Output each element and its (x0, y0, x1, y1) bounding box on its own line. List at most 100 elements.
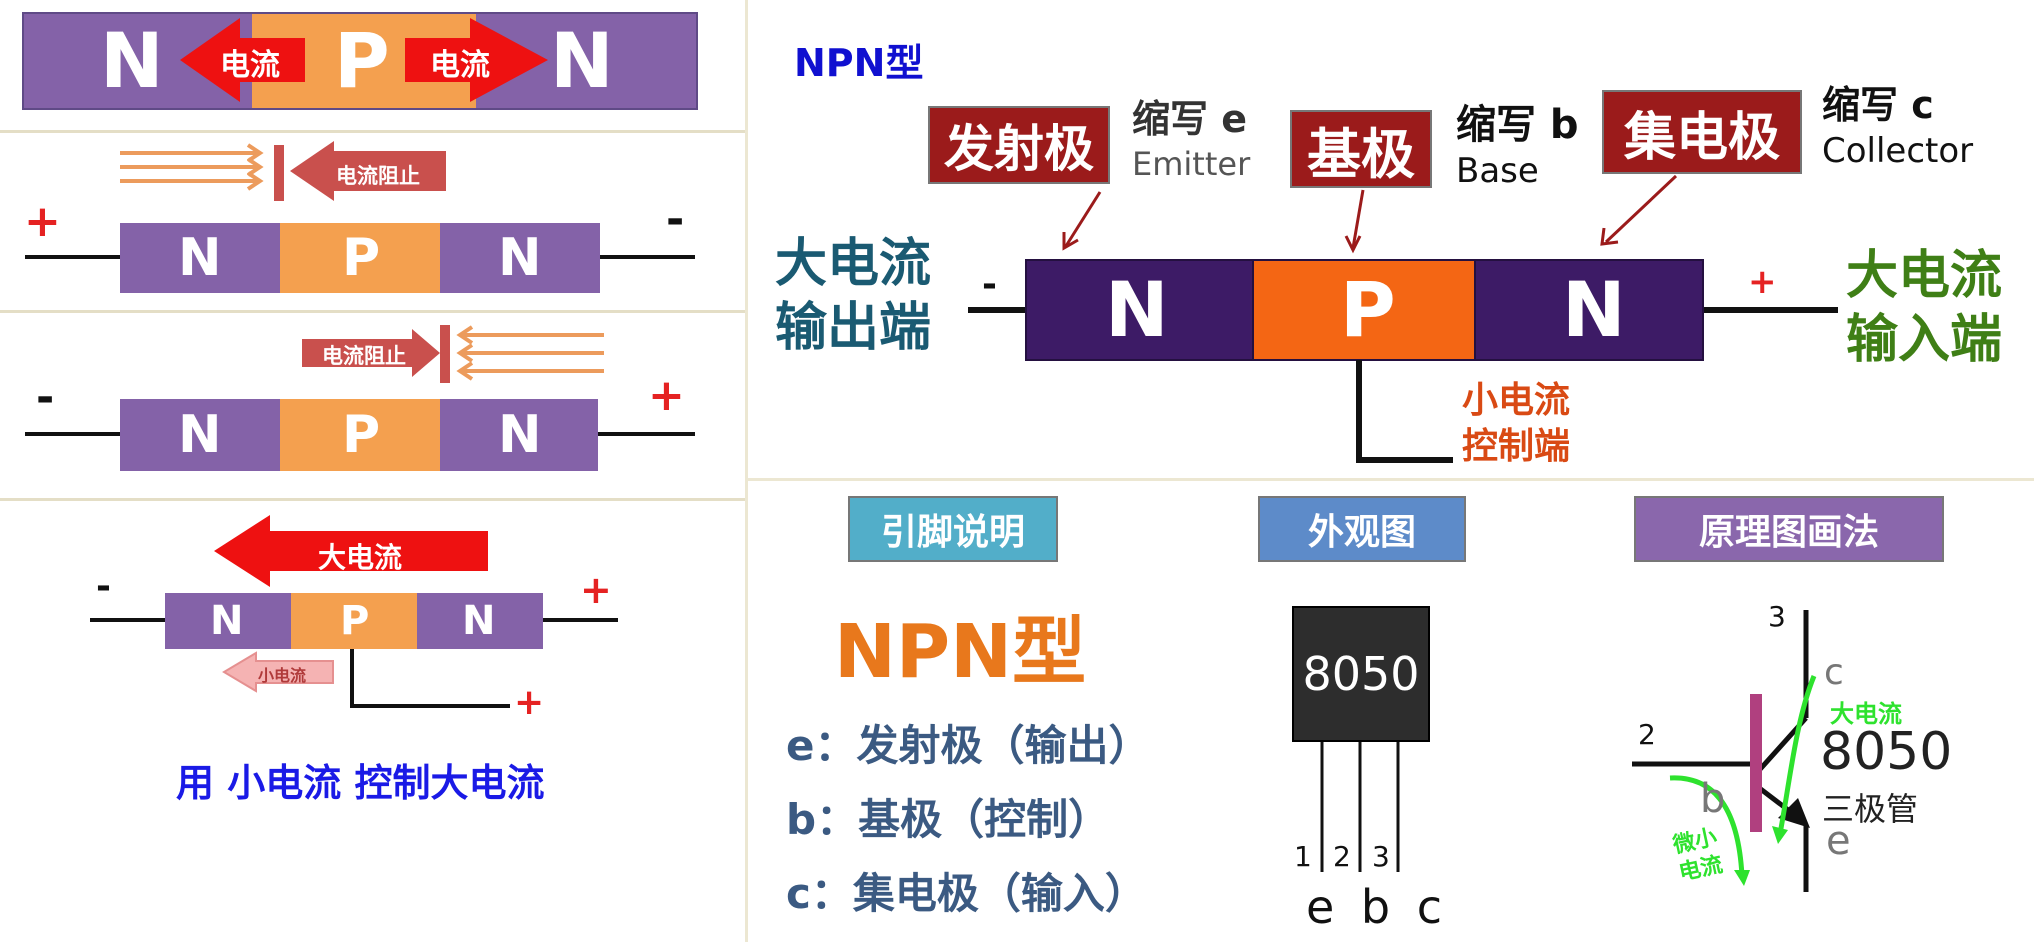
npn-graphics (968, 174, 1838, 463)
panel3-n-right (440, 399, 598, 471)
emitter-abbr: 缩写 e (1132, 97, 1248, 141)
appearance-section-header: 外观图 (1258, 496, 1466, 562)
panel4-p-label: P (340, 598, 370, 644)
panel2-p (280, 223, 440, 293)
small-current-label: 小电流 (258, 666, 307, 685)
schematic-part-number: 8050 (1820, 722, 1953, 782)
schematic-part-name: 三极管 (1822, 790, 1919, 828)
transistor-legs (1320, 742, 1400, 872)
npn-p-label: P (1340, 265, 1396, 354)
emitter-label: 发射极 (928, 106, 1110, 184)
panel4-minus: - (96, 566, 111, 607)
panel4-plus: + (580, 568, 612, 612)
panel3-n-right-label: N (498, 405, 542, 465)
npn-minus: - (982, 264, 997, 305)
arrow-right (405, 18, 548, 102)
pin-letters: e b c (1306, 880, 1449, 934)
transistor-part-number: 8050 (1302, 647, 1420, 701)
panel3-p (280, 399, 440, 471)
panel3-graphics (25, 325, 695, 471)
panel2-minus: - (666, 194, 685, 245)
base-abbr: 缩写 b (1456, 102, 1579, 148)
base-english: Base (1456, 151, 1539, 191)
emitter-arrowhead (1778, 798, 1810, 828)
panel3-block-label: 电流阻止 (322, 344, 406, 368)
pin-section-header: 引脚说明 (848, 496, 1058, 562)
pin-number-3: 3 (1372, 840, 1390, 873)
control-end-label: 小电流 控制端 (1462, 378, 1570, 470)
collector-english: Collector (1822, 130, 1974, 171)
schematic-b: b (1700, 776, 1726, 822)
panel2-n-left (120, 223, 280, 293)
panel2-block-arrow (290, 141, 446, 201)
top-strip-arrows (180, 18, 548, 102)
panel3-block-bar (440, 325, 450, 383)
panel2-plus: + (24, 196, 61, 247)
pin-number-1: 1 (1294, 840, 1312, 873)
base-pointer (1351, 189, 1365, 249)
panel-divider-3 (0, 498, 745, 501)
big-current-path (1777, 675, 1817, 835)
emitter-note: 缩写 e Emitter (1132, 96, 1250, 184)
big-current-arrow (214, 515, 488, 587)
schematic-graphics (1632, 610, 1817, 892)
panel4-p (291, 593, 417, 649)
npn-type-label: NPN型 (834, 609, 1087, 695)
panel4-base-wire (350, 649, 510, 708)
schematic-section-header: 原理图画法 (1634, 496, 1944, 562)
transistor-body: 8050 (1292, 606, 1430, 742)
panel4-base-plus: + (514, 682, 545, 723)
control-end-line2: 控制端 (1462, 426, 1571, 467)
panel2-incoming-arrows (120, 143, 264, 191)
npn-n-right (1474, 259, 1704, 361)
panel4-n-left-label: N (210, 598, 244, 644)
pin-number-2: 2 (1333, 840, 1351, 873)
panel3-plus: + (648, 370, 685, 421)
arrow-left (180, 18, 305, 102)
schematic-e: e (1826, 818, 1851, 864)
schematic-pin3: 3 (1768, 600, 1786, 633)
npn-plus: + (1748, 262, 1777, 302)
panel4-n-right (417, 593, 543, 649)
npn-base-wire (1356, 360, 1453, 463)
npn-n-left-label: N (1105, 265, 1169, 354)
input-end-line2: 输入端 (1846, 310, 2003, 370)
output-end-line1: 大电流 (775, 234, 932, 294)
base-note: 缩写 b Base (1456, 100, 1579, 193)
panel4-n-left (165, 593, 291, 649)
panel3-minus: - (36, 372, 55, 423)
panel3-p-label: P (342, 405, 381, 465)
panel3-n-left-label: N (178, 405, 222, 465)
pin-c-description: c：集电极（输入） (786, 869, 1147, 918)
panel2-p-label: P (342, 228, 381, 288)
collector-pointer (1604, 174, 1678, 244)
panel4-n-right-label: N (462, 598, 496, 644)
panel4-graphics (90, 515, 618, 708)
arrow-left-label: 电流 (220, 48, 280, 83)
panel3-n-left (120, 399, 280, 471)
panel2-graphics (25, 141, 695, 293)
arrow-right-label: 电流 (430, 48, 490, 83)
top-strip-n-left-label: N (100, 16, 164, 105)
collector-abbr: 缩写 c (1822, 83, 1934, 127)
schematic-pin2: 2 (1638, 718, 1656, 751)
top-strip-n-right-label: N (550, 16, 614, 105)
pin-b-description: b：基极（控制） (786, 795, 1111, 844)
top-strip-p-label: P (334, 16, 390, 105)
npn-title: NPN型 (794, 41, 924, 85)
panel4-caption: 用 小电流 控制大电流 (176, 761, 545, 805)
collector-label: 集电极 (1602, 90, 1802, 174)
base-bar (1750, 694, 1762, 832)
panel2-n-right-label: N (498, 228, 542, 288)
horizontal-divider-right (748, 478, 2034, 481)
npn-n-left (1025, 259, 1254, 361)
schematic-c: c (1824, 652, 1844, 693)
vertical-divider (745, 0, 748, 942)
input-end-label: 大电流 输入端 (1846, 244, 2002, 372)
panel2-block-label: 电流阻止 (336, 164, 420, 188)
panel3-block-arrow (302, 329, 440, 377)
panel2-block-bar (274, 145, 284, 201)
small-current-path (1669, 775, 1745, 877)
npn-n-right-label: N (1562, 265, 1626, 354)
small-current-arrow (222, 651, 334, 693)
